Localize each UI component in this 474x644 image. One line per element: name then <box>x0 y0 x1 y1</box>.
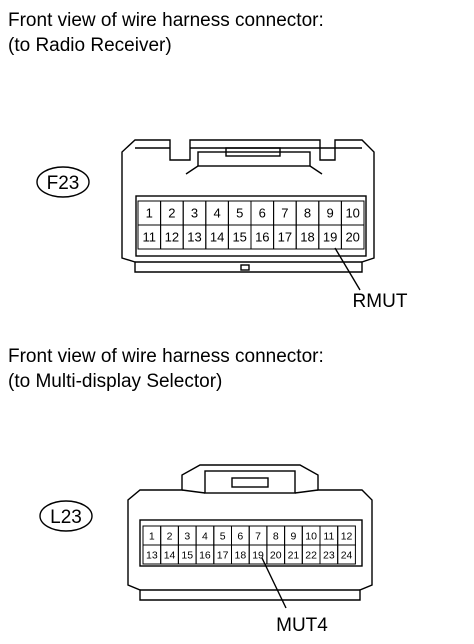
pin-number: 14 <box>164 549 176 561</box>
f23-caption: Front view of wire harness connector: (t… <box>8 8 324 58</box>
pin-number: 20 <box>270 549 282 561</box>
pin-number: 7 <box>281 206 288 221</box>
l23-code-label: L23 <box>50 507 82 528</box>
pin-number: 11 <box>323 530 334 542</box>
pin-number: 1 <box>146 206 153 221</box>
l23-callout-label: MUT4 <box>276 615 328 636</box>
pin-cell <box>340 224 365 250</box>
pin-number: 14 <box>210 230 224 245</box>
f23-caption-line1: Front view of wire harness connector: <box>8 10 324 31</box>
pin-number: 4 <box>202 530 208 542</box>
pin-number: 13 <box>187 230 201 245</box>
pin-number: 11 <box>143 230 157 245</box>
f23-code-label: F23 <box>47 173 80 194</box>
pin-number: 22 <box>305 549 317 561</box>
pin-number: 3 <box>184 530 190 542</box>
pin-number: 6 <box>237 530 243 542</box>
f23-callout-leader <box>334 247 361 291</box>
pin-number: 5 <box>236 206 243 221</box>
pin-number: 10 <box>305 530 317 542</box>
pin-number: 15 <box>181 549 193 561</box>
pin-number: 18 <box>300 230 314 245</box>
pin-number: 18 <box>235 549 247 561</box>
pin-number: 15 <box>232 230 246 245</box>
pin-number: 20 <box>345 230 359 245</box>
pin-number: 9 <box>326 206 333 221</box>
f23-connector-body <box>121 139 375 273</box>
l23-code-badge <box>39 500 93 532</box>
l23-callout-leader <box>261 557 287 609</box>
pin-number: 23 <box>323 549 335 561</box>
f23-caption-line2: (to Radio Receiver) <box>8 35 172 56</box>
pin-number: 12 <box>341 530 353 542</box>
pin-number: 17 <box>217 549 229 561</box>
pin-cell <box>337 544 356 565</box>
pin-number: 21 <box>288 549 300 561</box>
l23-caption-line2: (to Multi-display Selector) <box>8 371 223 392</box>
f23-callout-label: RMUT <box>353 291 408 312</box>
pin-number: 2 <box>167 530 173 542</box>
pin-number: 2 <box>168 206 175 221</box>
pin-number: 4 <box>213 206 220 221</box>
pin-number: 7 <box>255 530 261 542</box>
l23-caption: Front view of wire harness connector: (t… <box>8 344 324 394</box>
l23-connector-body <box>127 464 373 601</box>
pin-number: 19 <box>252 549 264 561</box>
pin-number: 17 <box>278 230 292 245</box>
pin-number: 9 <box>291 530 297 542</box>
pin-number: 8 <box>304 206 311 221</box>
pin-number: 8 <box>273 530 279 542</box>
pin-number: 12 <box>165 230 179 245</box>
pin-number: 19 <box>323 230 337 245</box>
f23-code-badge <box>36 166 90 198</box>
pin-number: 3 <box>191 206 198 221</box>
pin-number: 16 <box>255 230 269 245</box>
pin-number: 24 <box>341 549 353 561</box>
pin-number: 1 <box>149 530 155 542</box>
pin-number: 6 <box>259 206 266 221</box>
pin-number: 5 <box>220 530 226 542</box>
l23-caption-line1: Front view of wire harness connector: <box>8 346 324 367</box>
pin-number: 16 <box>199 549 211 561</box>
pin-number: 13 <box>146 549 158 561</box>
pin-number: 10 <box>345 206 359 221</box>
